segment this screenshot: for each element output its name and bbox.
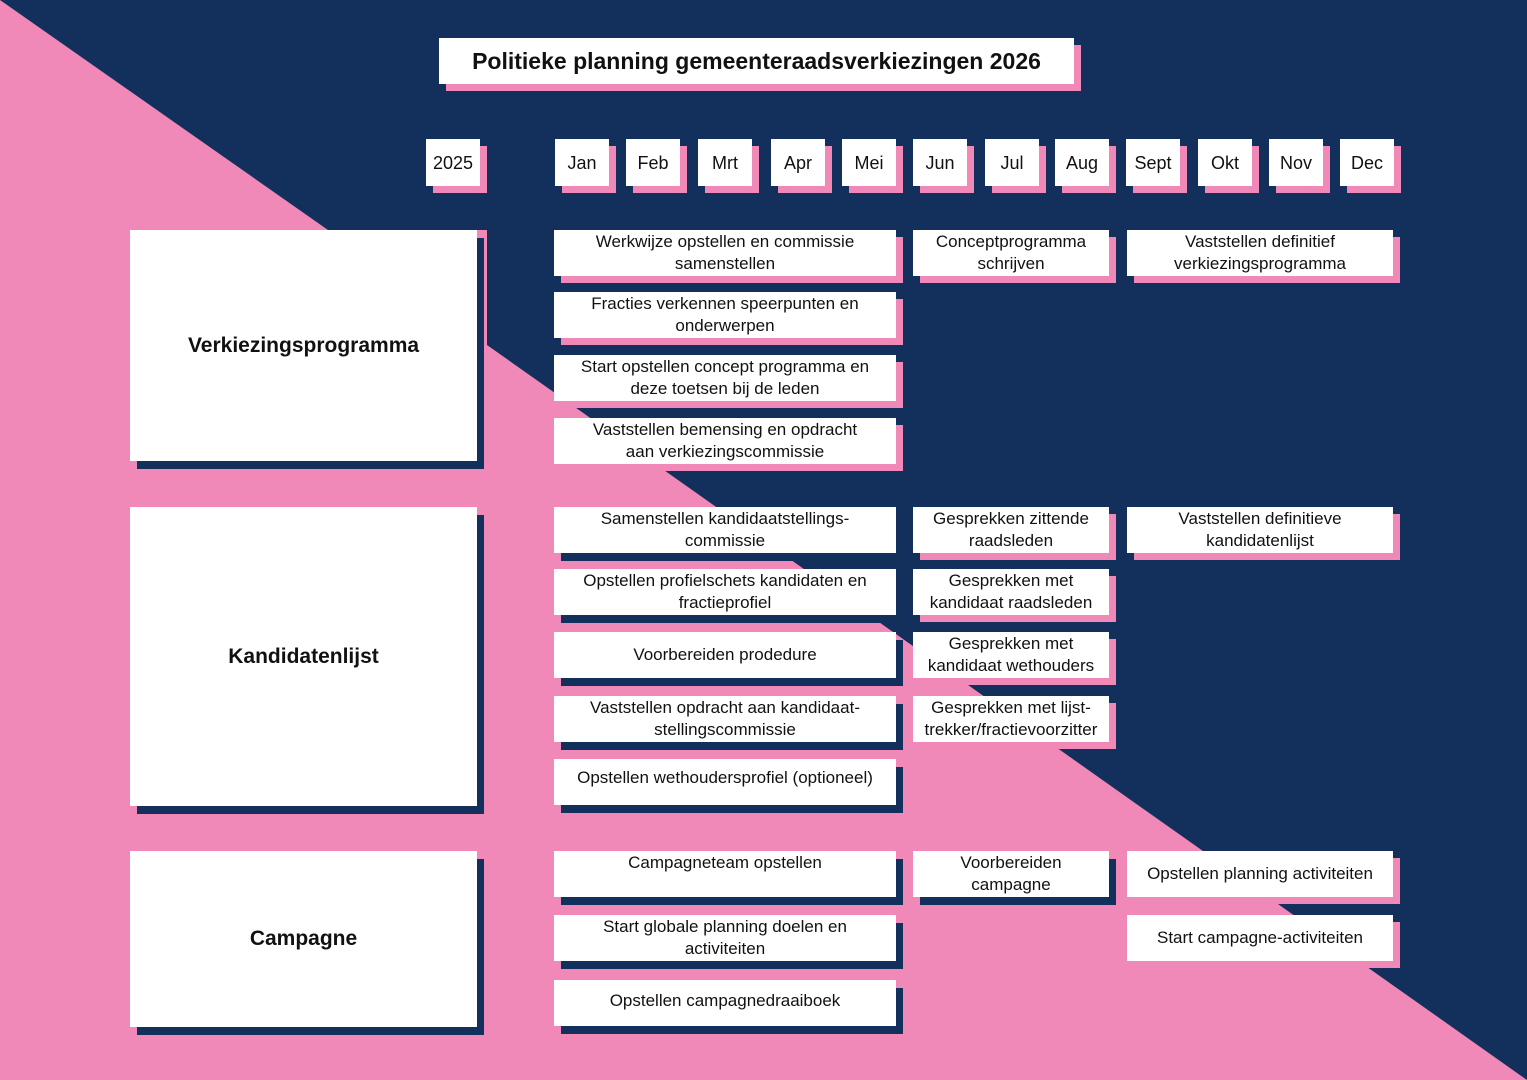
task-werkwijze-opstellen: Werkwijze opstellen en commissie samenst… bbox=[554, 230, 896, 276]
month-header-mei: Mei bbox=[842, 139, 896, 186]
task-vaststellen-definitief-programma: Vaststellen definitief verkiezingsprogra… bbox=[1127, 230, 1393, 276]
task-voorbereiden-procedure: Voorbereiden prodedure bbox=[554, 632, 896, 678]
category-kandidatenlijst: Kandidatenlijst bbox=[130, 507, 477, 806]
task-vaststellen-kandidatenlijst: Vaststellen definitieve kandidatenlijst bbox=[1127, 507, 1393, 553]
task-conceptprogramma-schrijven: Conceptprogramma schrijven bbox=[913, 230, 1109, 276]
task-fracties-verkennen: Fracties verkennen speerpunten en onderw… bbox=[554, 292, 896, 338]
month-header-okt: Okt bbox=[1198, 139, 1252, 186]
task-gesprekken-lijsttrekker: Gesprekken met lijst- trekker/fractievoo… bbox=[913, 696, 1109, 742]
task-vaststellen-opdracht: Vaststellen opdracht aan kandidaat- stel… bbox=[554, 696, 896, 742]
page-title: Politieke planning gemeenteraadsverkiezi… bbox=[439, 38, 1074, 84]
task-samenstellen-commissie: Samenstellen kandidaatstellings- commiss… bbox=[554, 507, 896, 553]
task-wethoudersprofiel: Opstellen wethoudersprofiel (optioneel) bbox=[554, 759, 896, 805]
category-campagne: Campagne bbox=[130, 851, 477, 1027]
month-header-jul: Jul bbox=[985, 139, 1039, 186]
task-vaststellen-bemensing: Vaststellen bemensing en opdracht aan ve… bbox=[554, 418, 896, 464]
task-profielschets-kandidaten: Opstellen profielschets kandidaten en fr… bbox=[554, 569, 896, 615]
month-header-jan: Jan bbox=[555, 139, 609, 186]
month-header-sept: Sept bbox=[1126, 139, 1180, 186]
month-header-feb: Feb bbox=[626, 139, 680, 186]
task-globale-planning: Start globale planning doelen en activit… bbox=[554, 915, 896, 961]
task-gesprekken-zittende-raadsleden: Gesprekken zittende raadsleden bbox=[913, 507, 1109, 553]
task-campagneteam-opstellen: Campagneteam opstellen bbox=[554, 851, 896, 897]
year-2025-header: 2025 bbox=[426, 139, 480, 186]
task-start-concept-programma: Start opstellen concept programma en dez… bbox=[554, 355, 896, 401]
task-voorbereiden-campagne: Voorbereiden campagne bbox=[913, 851, 1109, 897]
category-verkiezingsprogramma: Verkiezingsprogramma bbox=[130, 230, 477, 461]
month-header-jun: Jun bbox=[913, 139, 967, 186]
task-planning-activiteiten: Opstellen planning activiteiten bbox=[1127, 851, 1393, 897]
task-start-campagne-activiteiten: Start campagne-activiteiten bbox=[1127, 915, 1393, 961]
month-header-nov: Nov bbox=[1269, 139, 1323, 186]
month-header-aug: Aug bbox=[1055, 139, 1109, 186]
month-header-dec: Dec bbox=[1340, 139, 1394, 186]
task-gesprekken-kandidaat-raadsleden: Gesprekken met kandidaat raadsleden bbox=[913, 569, 1109, 615]
month-header-mrt: Mrt bbox=[698, 139, 752, 186]
task-gesprekken-kandidaat-wethouders: Gesprekken met kandidaat wethouders bbox=[913, 632, 1109, 678]
month-header-apr: Apr bbox=[771, 139, 825, 186]
task-campagnedraaiboek: Opstellen campagnedraaiboek bbox=[554, 980, 896, 1026]
